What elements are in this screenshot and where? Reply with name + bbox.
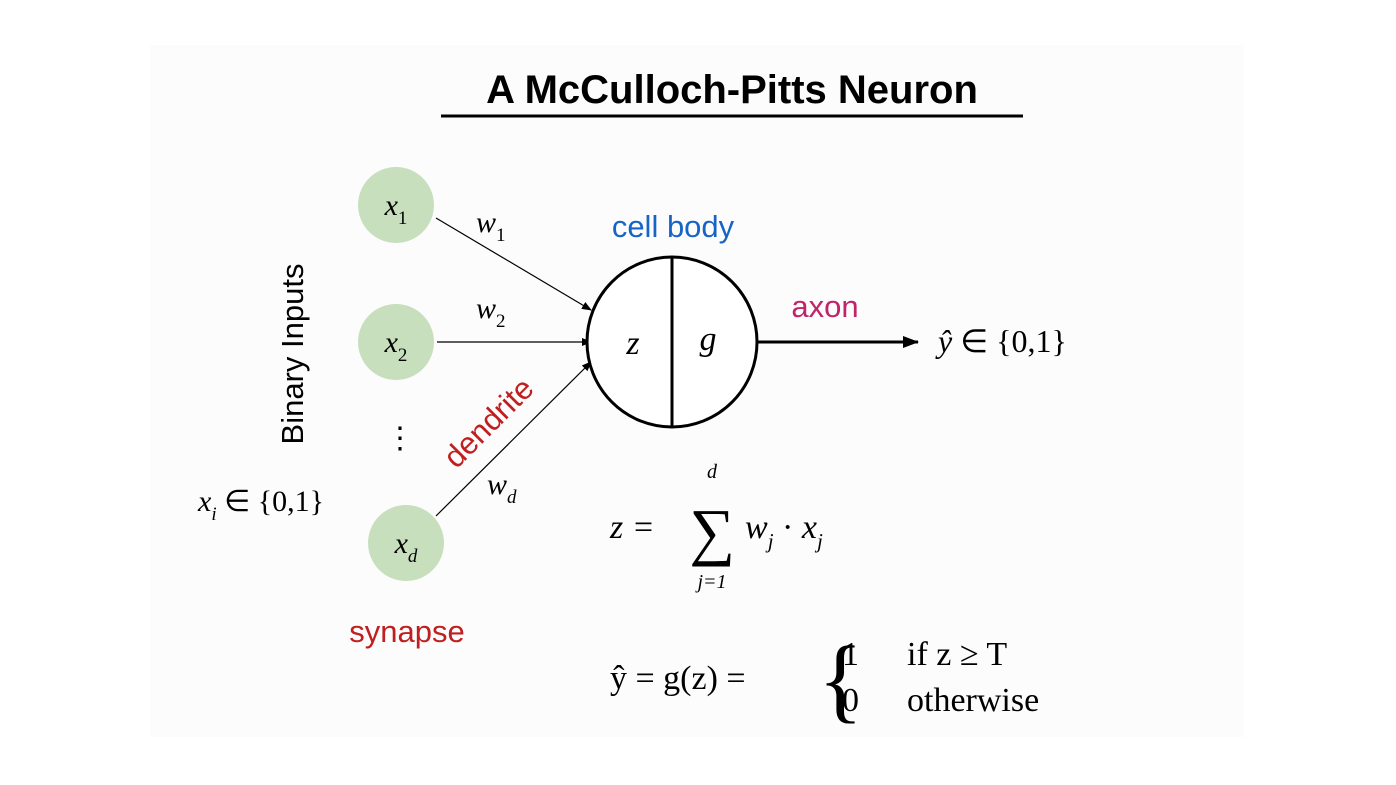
formula-z-lower: j=1 [694, 571, 726, 593]
weight-label-w1: w1 [476, 206, 506, 246]
input-label-x2: x2 [384, 326, 408, 366]
binary-inputs-label: Binary Inputs [275, 264, 310, 445]
formula-z-terms: wj · xj [745, 509, 823, 553]
input-node-x2 [358, 304, 434, 380]
formula-y-case1-cond: if z ≥ T [907, 636, 1007, 673]
formula-z-sum: ∑ [689, 496, 735, 567]
dendrite-label: dendrite [437, 371, 541, 475]
formula-y-lhs: ŷ = g(z) = [610, 660, 746, 697]
ellipsis: ⋮ [385, 422, 415, 455]
input-node-x1 [358, 167, 434, 243]
input-label-xd: xd [394, 527, 418, 567]
axon-label: axon [791, 289, 858, 324]
output-label: ŷ ∈ {0,1} [935, 323, 1067, 359]
edge-x1 [435, 217, 592, 311]
input-label-x1: x1 [384, 189, 408, 229]
formula-y-case2-cond: otherwise [907, 682, 1039, 719]
weight-label-wd: wd [487, 468, 517, 508]
formula-y-case2-value: 0 [842, 682, 859, 719]
input-node-xd [368, 505, 444, 581]
formula-y-case1-value: 1 [842, 636, 859, 673]
formula-z-lhs: z = [609, 509, 655, 546]
formula-z-upper: d [707, 461, 718, 483]
cell-body-label: cell body [612, 209, 735, 244]
synapse-label: synapse [349, 614, 464, 649]
edge-xd [435, 361, 592, 517]
weight-label-w2: w2 [476, 292, 506, 332]
input-domain-label: xi ∈ {0,1} [197, 485, 324, 525]
neuron-g-label: g [700, 321, 717, 358]
formula-y-brace: { [818, 628, 863, 732]
diagram-title: A McCulloch-Pitts Neuron [486, 68, 978, 112]
neuron-z-label: z [625, 325, 639, 362]
